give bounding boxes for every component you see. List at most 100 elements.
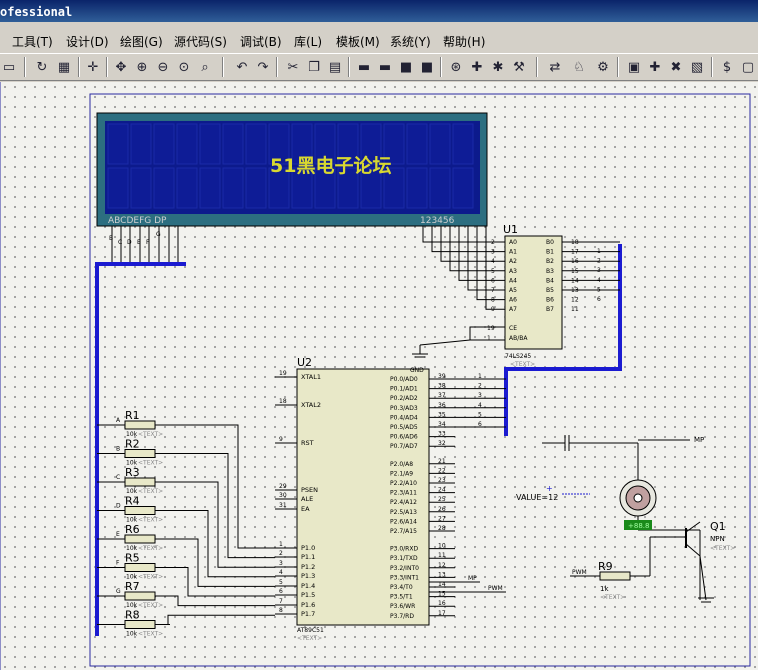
copy-icon[interactable]: ❐ xyxy=(308,59,320,75)
u2-pin-label: P3.5/T1 xyxy=(390,594,413,601)
u2-pin-num: 1 xyxy=(279,541,283,548)
motor-value: VALUE=12 xyxy=(516,493,558,502)
u1-pin-num: 19 xyxy=(487,325,495,332)
lcd-display[interactable]: 51黑电子论坛 ABCDEFG DP 123456 xyxy=(96,112,488,227)
u2-pin-num: 3 xyxy=(279,560,283,567)
menu-design[interactable]: 设计(D) xyxy=(66,35,109,49)
origin-icon[interactable]: ✛ xyxy=(87,59,99,75)
u1-ref: U1 xyxy=(503,223,518,236)
u2-pin-num: 15 xyxy=(438,591,446,598)
wire-autoroute-icon[interactable]: ⇄ xyxy=(549,59,561,75)
u2-pin-num: 6 xyxy=(279,588,283,595)
u2-pin-label: EA xyxy=(301,505,310,513)
u2-pin-label: P1.3 xyxy=(301,572,315,580)
lcd-text: 51黑电子论坛 xyxy=(270,154,391,177)
resistor-ref: R2 xyxy=(125,438,140,451)
menu-debug[interactable]: 调试(B) xyxy=(240,35,282,49)
menu-graph[interactable]: 绘图(G) xyxy=(120,35,163,49)
refresh-icon[interactable]: ↻ xyxy=(36,59,48,75)
zoom-in-icon[interactable]: ⊕ xyxy=(136,59,148,75)
motor-status: +88.8 xyxy=(628,522,649,530)
resistor-net: F xyxy=(116,560,120,567)
menu-help[interactable]: 帮助(H) xyxy=(443,35,486,49)
u2-pin-num: 24 xyxy=(438,487,446,494)
block-move-icon[interactable]: ▬ xyxy=(378,59,392,75)
u1-wire-label: 5 xyxy=(597,286,601,293)
u1-pin-label: AB/BA xyxy=(509,335,528,342)
resistor-text: <TEXT> xyxy=(138,631,163,638)
page-icon[interactable]: ▭ xyxy=(2,59,16,75)
paste-icon[interactable]: ▤ xyxy=(328,59,342,75)
pan-icon[interactable]: ✥ xyxy=(115,59,127,75)
u1-pin-num: 3 xyxy=(491,249,495,256)
u2-pin-label: P2.4/A12 xyxy=(390,499,417,506)
block-copy-icon[interactable]: ▬ xyxy=(357,59,371,75)
u2-pin-label: P2.2/A10 xyxy=(390,480,417,487)
export-icon[interactable]: ▢ xyxy=(741,59,755,75)
u2-pin-label: P0.0/AD0 xyxy=(390,376,418,383)
redo-icon[interactable]: ↷ xyxy=(257,59,269,75)
motor[interactable]: +88.8 VALUE=12 + MP xyxy=(516,436,704,530)
menu-template[interactable]: 模板(M) xyxy=(336,35,380,49)
decompose-icon[interactable]: ⚒ xyxy=(513,59,525,75)
zoom-out-icon[interactable]: ⊖ xyxy=(157,59,169,75)
u1-pin-label: A4 xyxy=(509,277,517,284)
resistor-r9[interactable]: R9 1k <TEXT> PWM xyxy=(570,558,651,601)
menu-bar: 工具(T) 设计(D) 绘图(G) 源代码(S) 调试(B) 库(L) 模板(M… xyxy=(0,30,758,52)
property-icon[interactable]: ⚙ xyxy=(597,59,609,75)
zoom-all-icon[interactable]: ⊙ xyxy=(178,59,190,75)
grid-icon[interactable]: ▦ xyxy=(57,59,71,75)
search-icon[interactable]: ♘ xyxy=(573,59,585,75)
sheet-border xyxy=(89,93,751,667)
menu-source[interactable]: 源代码(S) xyxy=(174,35,227,49)
menu-tools[interactable]: 工具(T) xyxy=(12,35,53,49)
block-delete-icon[interactable]: ■ xyxy=(420,59,434,75)
menu-library[interactable]: 库(L) xyxy=(294,35,323,49)
new-sheet-icon[interactable]: ▣ xyxy=(627,59,641,75)
package-icon[interactable]: ✱ xyxy=(492,59,504,75)
pick-device-icon[interactable]: ⊛ xyxy=(450,59,462,75)
u2-pin-num: 39 xyxy=(438,373,446,380)
erc-icon[interactable]: $ xyxy=(722,59,732,75)
u2-p0-label: 5 xyxy=(478,411,482,418)
undo-icon[interactable]: ↶ xyxy=(236,59,248,75)
delete-sheet-icon[interactable]: ✚ xyxy=(649,59,661,75)
net-mp: MP xyxy=(468,575,477,582)
lcd-pin-g: G xyxy=(156,231,161,238)
u1-part: 74LS245 xyxy=(505,353,531,360)
netlist-icon[interactable]: ✖ xyxy=(670,59,682,75)
u1-pin-label: A1 xyxy=(509,249,517,256)
u2-pin-num: 37 xyxy=(438,392,446,399)
resistor-ref: R6 xyxy=(125,523,140,536)
bus-lines xyxy=(95,244,622,636)
resistor-value: 10k xyxy=(126,517,138,524)
make-device-icon[interactable]: ✚ xyxy=(471,59,483,75)
r9-ref: R9 xyxy=(598,560,613,573)
transistor-q1[interactable] xyxy=(685,521,714,603)
r9-text: <TEXT> xyxy=(600,594,625,601)
block-rotate-icon[interactable]: ■ xyxy=(399,59,413,75)
ground-symbol xyxy=(412,345,428,358)
u2-pin-num: 18 xyxy=(279,398,287,405)
resistor-text: <TEXT> xyxy=(138,517,163,524)
menu-system[interactable]: 系统(Y) xyxy=(390,35,431,49)
zoom-area-icon[interactable]: ⌕ xyxy=(201,59,209,75)
u2-pin-num: 4 xyxy=(279,569,283,576)
u1-pin-label: B0 xyxy=(546,239,554,246)
u1-pin-num: 4 xyxy=(491,258,495,265)
bom-icon[interactable]: ▧ xyxy=(690,59,704,75)
u2-pin-num: 10 xyxy=(438,543,446,550)
u1-pin-num: 9 xyxy=(491,306,495,313)
cut-icon[interactable]: ✂ xyxy=(287,59,299,75)
